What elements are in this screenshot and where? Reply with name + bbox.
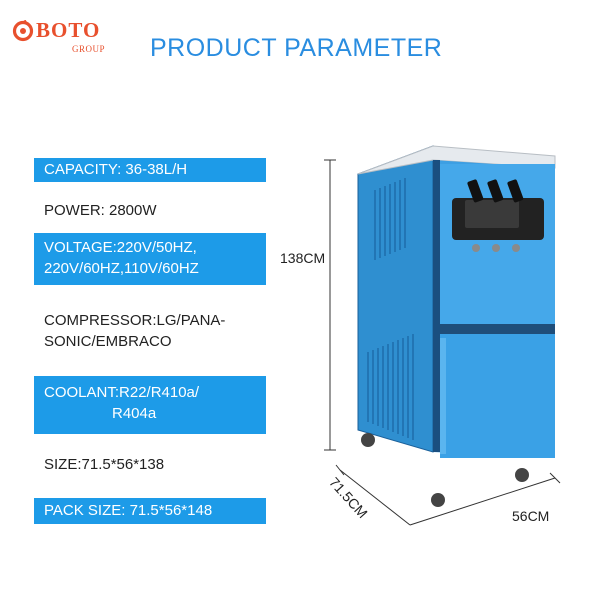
dimension-width: 56CM (512, 508, 550, 524)
param-line: R404a (112, 405, 157, 422)
brand-logo: BOTO GROUP (12, 14, 106, 54)
param-line: CAPACITY: 36-38L/H (44, 161, 188, 178)
param-line: COMPRESSOR:LG/PANA- (44, 312, 226, 329)
param-size: SIZE:71.5*56*138 (34, 454, 266, 476)
param-capacity: CAPACITY: 36-38L/H (34, 158, 266, 182)
dimension-height: 138CM (280, 250, 326, 266)
page-title: PRODUCT PARAMETER (150, 34, 443, 62)
brand-name: BOTO (36, 18, 101, 42)
param-line: VOLTAGE:220V/50HZ, (44, 239, 197, 256)
param-power: POWER: 2800W (34, 200, 266, 222)
param-pack-size: PACK SIZE: 71.5*56*148 (34, 498, 266, 524)
param-compressor: COMPRESSOR:LG/PANA- SONIC/EMBRACO (34, 310, 266, 356)
param-line: 220V/60HZ,110V/60HZ (44, 260, 199, 277)
param-coolant: COOLANT:R22/R410a/ R404a (34, 376, 266, 434)
machine-illustration (324, 145, 561, 526)
param-voltage: VOLTAGE:220V/50HZ, 220V/60HZ,110V/60HZ (34, 233, 266, 285)
brand-subname: GROUP (72, 44, 106, 54)
param-line: PACK SIZE: 71.5*56*148 (44, 502, 213, 519)
param-line: SONIC/EMBRACO (44, 333, 172, 350)
boto-logo-icon (12, 20, 34, 42)
param-line: SIZE:71.5*56*138 (44, 456, 165, 473)
param-line: POWER: 2800W (44, 202, 157, 219)
ice-cream-machine-image (300, 140, 600, 540)
param-line: COOLANT:R22/R410a/ (44, 384, 200, 401)
